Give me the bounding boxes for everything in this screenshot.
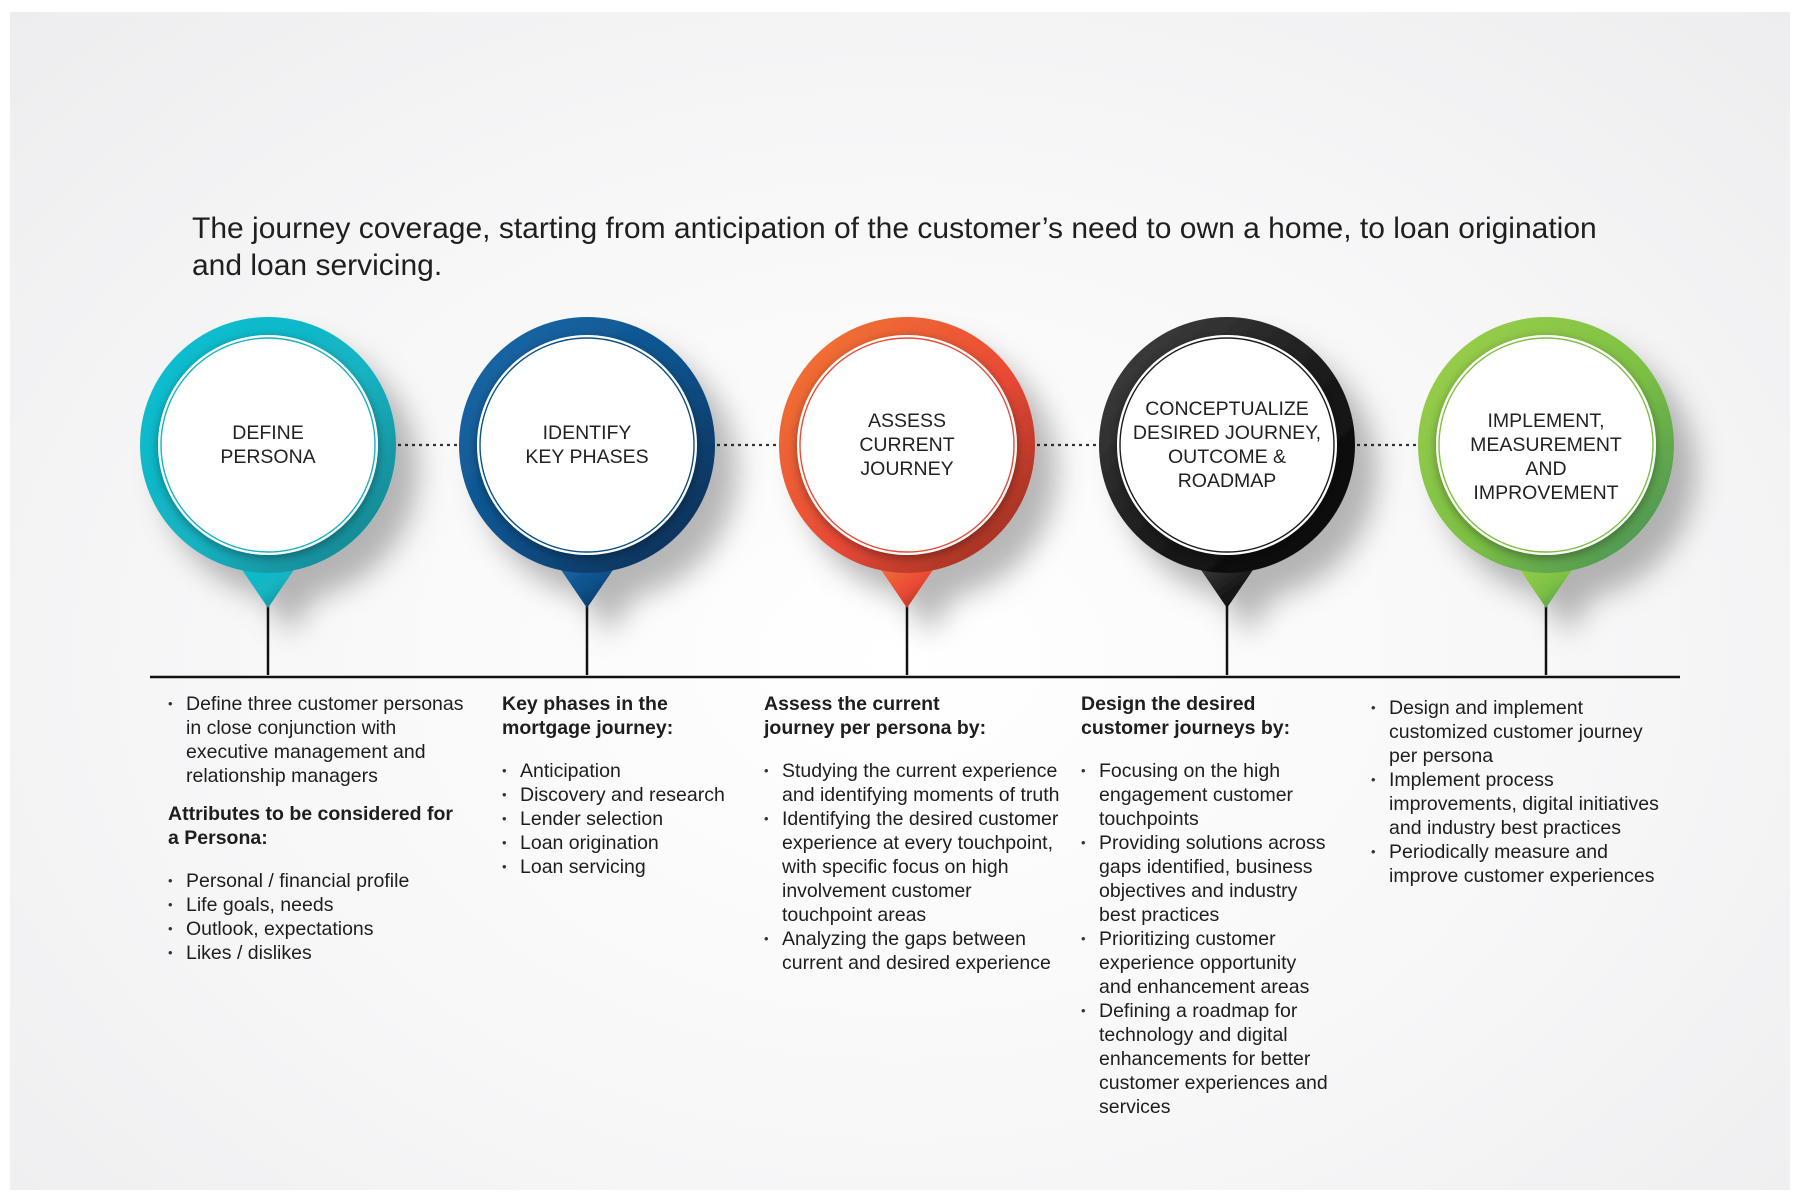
stage-label-line: OUTCOME & <box>1167 446 1287 468</box>
stage-1-subheading: Attributes to be considered for a Person… <box>168 803 453 849</box>
stage-inner-ring <box>1119 337 1335 553</box>
stage-3-pin <box>779 317 1035 675</box>
stage-label-line: PERSONA <box>220 446 316 468</box>
headline: The journey coverage, starting from anti… <box>192 212 1597 282</box>
stage-label-line: ROADMAP <box>1177 470 1277 492</box>
stage-inner-disk <box>1117 335 1337 555</box>
stage-label-line: CONCEPTUALIZE <box>1145 398 1309 420</box>
stage-2-details: Key phases in the mortgage journey: Anti… <box>502 692 752 879</box>
stage-label-line: DEFINE <box>232 422 304 444</box>
stage-1-bullet: Life goals, needs <box>168 893 468 917</box>
stage-1-bullet: Outlook, expectations <box>168 917 468 941</box>
stage-3-bullet: Identifying the desired customer experie… <box>764 807 1064 927</box>
stage-inner-ring <box>1438 337 1654 553</box>
stage-label-line: AND IMPROVEMENT <box>1473 458 1619 504</box>
stage-1-bullet-top: Define three customer personas in close … <box>168 692 468 788</box>
stage-5-pin <box>1418 317 1674 675</box>
stage-inner-disk <box>797 335 1017 555</box>
stage-inner-disk <box>477 335 697 555</box>
stage-2-bullet: Anticipation <box>502 759 752 783</box>
stage-4-bullet: Focusing on the high engagement customer… <box>1081 759 1331 831</box>
stage-inner-disk <box>158 335 378 555</box>
stage-label-line: DESIRED JOURNEY, <box>1132 422 1322 444</box>
stage-4-pin <box>1099 317 1355 675</box>
stage-4-heading: Design the desired customer journeys by: <box>1081 693 1291 739</box>
stage-inner-ring <box>799 337 1015 553</box>
stage-3-bullet: Studying the current experience and iden… <box>764 759 1064 807</box>
stage-1-details: Define three customer personas in close … <box>168 692 468 965</box>
stage-1-bullet: Personal / financial profile <box>168 869 468 893</box>
stage-inner-ring <box>160 337 376 553</box>
stage-1-pin <box>140 317 396 675</box>
stage-2-bullet: Loan origination <box>502 831 752 855</box>
stage-2-bullet: Discovery and research <box>502 783 752 807</box>
stage-label-line: MEASUREMENT <box>1470 434 1622 456</box>
stage-5-details: Design and implement customized customer… <box>1371 696 1671 888</box>
stage-label-line: JOURNEY <box>860 458 954 480</box>
stage-label-line: IDENTIFY <box>542 422 632 444</box>
stage-5-bullet: Design and implement customized customer… <box>1371 696 1671 768</box>
stage-3-heading: Assess the current journey per persona b… <box>764 693 987 739</box>
stage-3-bullet: Analyzing the gaps between current and d… <box>764 927 1064 975</box>
stage-5-bullet: Implement process improvements, digital … <box>1371 768 1671 840</box>
stage-inner-ring <box>479 337 695 553</box>
diagram-canvas <box>10 12 1790 1190</box>
stage-label-line: KEY PHASES <box>525 446 649 468</box>
stage-2-heading: Key phases in the mortgage journey: <box>502 693 674 739</box>
stage-4-bullet: Defining a roadmap for technology and di… <box>1081 999 1331 1119</box>
stage-1-bullet: Likes / dislikes <box>168 941 468 965</box>
stage-inner-disk <box>1436 335 1656 555</box>
stage-4-bullet: Prioritizing customer experience opportu… <box>1081 927 1331 999</box>
stage-label-line: IMPLEMENT, <box>1487 410 1605 432</box>
stage-5-bullet: Periodically measure and improve custome… <box>1371 840 1671 888</box>
stage-3-details: Assess the current journey per persona b… <box>764 692 1064 975</box>
stage-label-line: ASSESS <box>867 410 947 432</box>
stage-label-line: CURRENT <box>859 434 955 456</box>
stage-2-pin <box>459 317 715 675</box>
stage-4-bullet: Providing solutions across gaps identifi… <box>1081 831 1331 927</box>
stage-2-bullet: Lender selection <box>502 807 752 831</box>
stage-4-details: Design the desired customer journeys by:… <box>1081 692 1331 1119</box>
stage-2-bullet: Loan servicing <box>502 855 752 879</box>
